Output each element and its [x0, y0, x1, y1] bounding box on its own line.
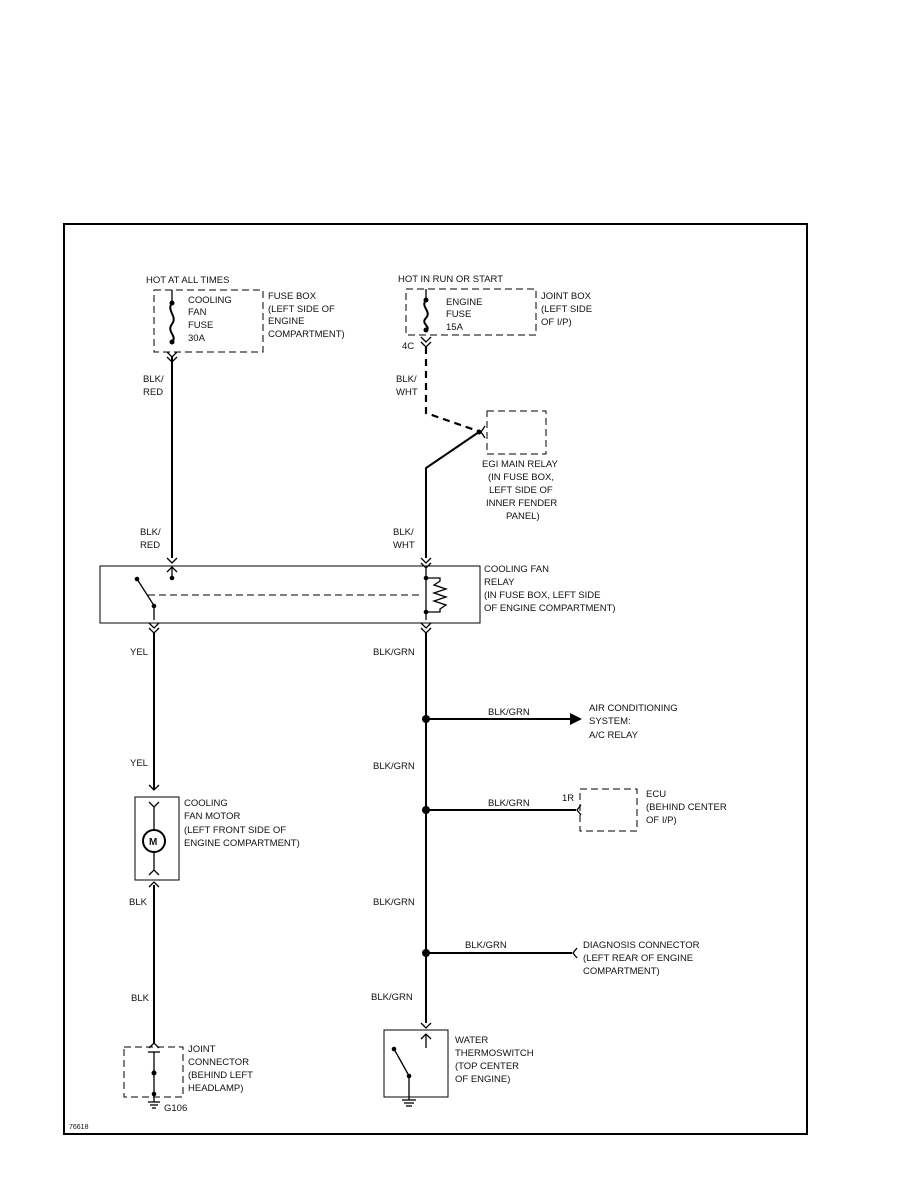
motor-label-2: FAN MOTOR [184, 811, 240, 822]
ac-label-3: A/C RELAY [589, 730, 639, 741]
wire-label-blk-grn-6: BLK/GRN [465, 940, 507, 951]
motor-symbol: M [149, 837, 157, 848]
ground-g106-label: G106 [164, 1103, 187, 1114]
joint-box [405, 288, 537, 336]
wire-label-blk-2: BLK/ [140, 527, 161, 538]
motor-label-4: ENGINE COMPARTMENT) [184, 838, 300, 849]
joint-connector-label-1: JOINT [188, 1044, 216, 1055]
hot-at-all-times-label: HOT AT ALL TIMES [146, 275, 229, 286]
fuse-label-3: FUSE [188, 320, 213, 331]
fuse-label-4: 30A [188, 333, 206, 344]
joint-connector-label-2: CONNECTOR [188, 1057, 249, 1068]
joint-connector [123, 1046, 184, 1109]
wire-label-red-1: RED [143, 387, 163, 398]
fuse-box-location-3: ENGINE [268, 316, 304, 327]
cooling-fan-motor [134, 796, 180, 881]
wire-label-blk-grn-4: BLK/GRN [488, 798, 530, 809]
motor-label-3: (LEFT FRONT SIDE OF [184, 825, 286, 836]
motor-label-1: COOLING [184, 798, 228, 809]
wire-label-red-2: RED [140, 540, 160, 551]
wire-label-blk-grn-5: BLK/GRN [373, 897, 415, 908]
ac-label-1: AIR CONDITIONING [589, 703, 678, 714]
egi-relay-label-4: INNER FENDER [486, 498, 557, 509]
wire-blk-wht-solid [425, 431, 480, 558]
fuse-box [153, 289, 264, 353]
ecu-label-2: (BEHIND CENTER [646, 802, 727, 813]
wire-label-blk-5: BLK [129, 897, 148, 908]
fuse-box-location-2: (LEFT SIDE OF [268, 304, 335, 315]
egi-main-relay [476, 410, 547, 455]
thermoswitch-label-3: (TOP CENTER [455, 1061, 519, 1072]
water-thermoswitch [383, 1029, 449, 1107]
engine-fuse-label-1: ENGINE [446, 297, 482, 308]
wire-label-blk-grn-1: BLK/GRN [373, 647, 415, 658]
wire-label-blk-4: BLK/ [393, 527, 414, 538]
wire-blk-wht-dashed [424, 347, 479, 433]
thermoswitch-label-1: WATER [455, 1035, 488, 1046]
relay-label-3: (IN FUSE BOX, LEFT SIDE [484, 590, 601, 601]
relay-coil [423, 568, 449, 620]
wire-label-blk-grn-2: BLK/GRN [488, 707, 530, 718]
ecu-terminal-1r: 1R [562, 793, 574, 804]
relay-label-4: OF ENGINE COMPARTMENT) [484, 603, 616, 614]
diagnosis-label-3: COMPARTMENT) [583, 966, 660, 977]
ac-label-2: SYSTEM: [589, 716, 631, 727]
terminal-4c-label: 4C [402, 341, 414, 352]
ecu-label-3: OF I/P) [646, 815, 677, 826]
wire-label-blk-grn-7: BLK/GRN [371, 992, 413, 1003]
wire-label-blk-grn-3: BLK/GRN [373, 761, 415, 772]
wire-label-yel-1: YEL [130, 647, 148, 658]
thermoswitch-label-2: THERMOSWITCH [455, 1048, 534, 1059]
wire-label-wht-2: WHT [393, 540, 415, 551]
relay-label-1: COOLING FAN [484, 564, 549, 575]
fuse-box-location-4: COMPARTMENT) [268, 329, 345, 340]
wire-label-blk-3: BLK/ [396, 374, 417, 385]
egi-relay-label-3: LEFT SIDE OF [489, 485, 553, 496]
fuse-label-1: COOLING [188, 295, 232, 306]
wire-label-blk-6: BLK [131, 993, 150, 1004]
joint-box-location-1: JOINT BOX [541, 291, 592, 302]
wire-label-blk-1: BLK/ [143, 374, 164, 385]
thermoswitch-label-4: OF ENGINE) [455, 1074, 510, 1085]
fuse-box-location-1: FUSE BOX [268, 291, 317, 302]
wire-label-yel-2: YEL [130, 758, 148, 769]
egi-relay-label-1: EGI MAIN RELAY [482, 459, 559, 470]
figure-id: 76618 [69, 1124, 89, 1131]
diagnosis-label-1: DIAGNOSIS CONNECTOR [583, 940, 700, 951]
engine-fuse-label-2: FUSE [446, 309, 471, 320]
ecu-label-1: ECU [646, 789, 666, 800]
hot-in-run-or-start-label: HOT IN RUN OR START [398, 274, 503, 285]
joint-connector-label-3: (BEHIND LEFT [188, 1070, 253, 1081]
joint-box-location-2: (LEFT SIDE [541, 304, 592, 315]
cooling-fan-relay [99, 565, 481, 624]
egi-relay-label-2: (IN FUSE BOX, [488, 472, 554, 483]
ecu-box [579, 788, 638, 832]
egi-relay-label-5: PANEL) [506, 511, 540, 522]
wire-label-wht-1: WHT [396, 387, 418, 398]
fuse-label-2: FAN [188, 307, 207, 318]
diagnosis-label-2: (LEFT REAR OF ENGINE [583, 953, 693, 964]
diagram-frame [63, 223, 808, 1135]
joint-connector-label-4: HEADLAMP) [188, 1083, 243, 1094]
joint-box-location-3: OF I/P) [541, 317, 572, 328]
engine-fuse-label-3: 15A [446, 322, 464, 333]
relay-label-2: RELAY [484, 577, 515, 588]
